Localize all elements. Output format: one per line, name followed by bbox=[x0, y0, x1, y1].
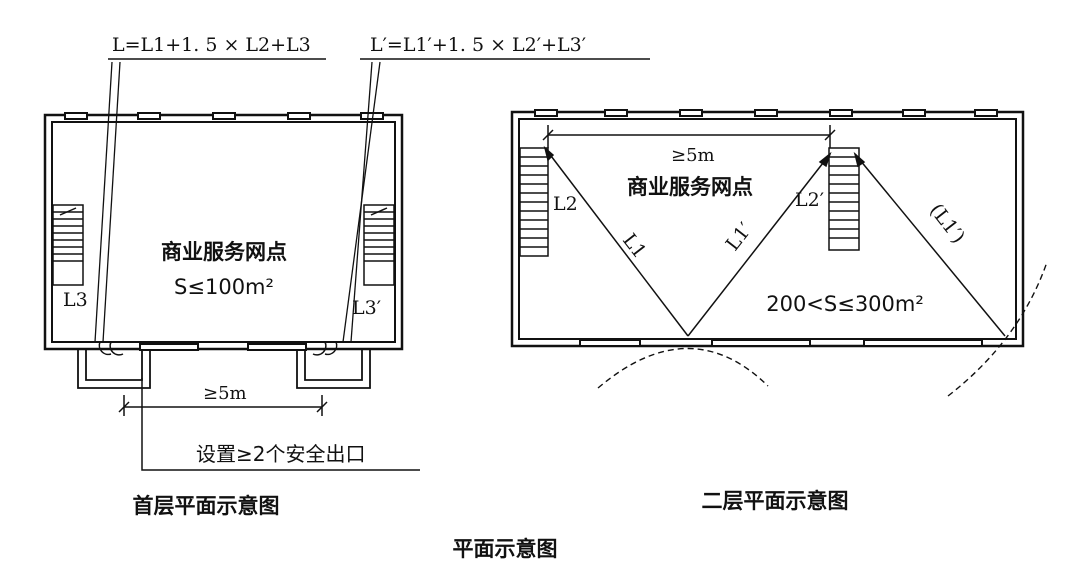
floor1-windows bbox=[64, 112, 384, 120]
floor2-caption: 二层平面示意图 bbox=[702, 489, 849, 513]
floor2-formula: L′=L1′+1. 5 × L2′+L3′ bbox=[370, 34, 586, 56]
floor1-room-label: 商业服务网点 bbox=[161, 240, 287, 264]
floor2-label-l2: L2 bbox=[553, 193, 578, 215]
route-l1-prime-alt bbox=[854, 153, 1006, 337]
floor1-exit-note: 设置≥2个安全出口 bbox=[196, 442, 365, 466]
floor1-exit-vestibules bbox=[77, 349, 371, 389]
floor2-left-stair bbox=[519, 147, 549, 257]
floor1-escape-routes bbox=[94, 61, 381, 343]
floor2-label-l2-prime: L2′ bbox=[795, 189, 824, 211]
floor2-label-l1-prime-paren: (L1′) bbox=[925, 200, 969, 248]
floor2-windows bbox=[534, 109, 998, 117]
floor1-exit-note-leader bbox=[141, 378, 420, 471]
main-caption: 平面示意图 bbox=[453, 537, 558, 561]
floor1-left-stair bbox=[52, 204, 84, 286]
floor1-label-l3: L3 bbox=[63, 289, 88, 311]
floor1-right-stair bbox=[363, 204, 395, 286]
floor2-bottom-openings bbox=[579, 339, 983, 347]
floor1-inner-wall bbox=[51, 121, 396, 343]
floor1-distance-label: ≥5m bbox=[203, 383, 247, 404]
first-floor-plan bbox=[43, 58, 650, 471]
floor2-distance-label: ≥5m bbox=[671, 145, 715, 166]
floor1-formula: L=L1+1. 5 × L2+L3 bbox=[112, 34, 311, 56]
floor1-label-l3-prime: L3′ bbox=[352, 297, 381, 319]
route-l1 bbox=[544, 147, 689, 337]
floor1-dimension-line bbox=[118, 395, 328, 416]
floor2-radius-arcs bbox=[597, 261, 1048, 397]
floor1-area-label: S≤100m² bbox=[174, 275, 274, 299]
floor1-bottom-openings bbox=[139, 343, 307, 351]
second-floor-plan bbox=[510, 109, 1048, 397]
route-l1-prime bbox=[687, 153, 831, 337]
floor1-door-swings bbox=[98, 341, 338, 356]
floor1-caption: 首层平面示意图 bbox=[133, 494, 280, 518]
floor1-outer-wall bbox=[43, 113, 404, 351]
floor2-escape-routes bbox=[543, 145, 1006, 337]
floor2-room-label: 商业服务网点 bbox=[627, 175, 753, 199]
floor2-label-l1: L1 bbox=[618, 230, 651, 263]
floor2-middle-stair bbox=[828, 147, 860, 251]
floor2-area-label: 200<S≤300m² bbox=[766, 292, 924, 316]
floor2-label-l1-prime: L1′ bbox=[722, 219, 757, 255]
floor2-dimension-line bbox=[542, 125, 836, 148]
